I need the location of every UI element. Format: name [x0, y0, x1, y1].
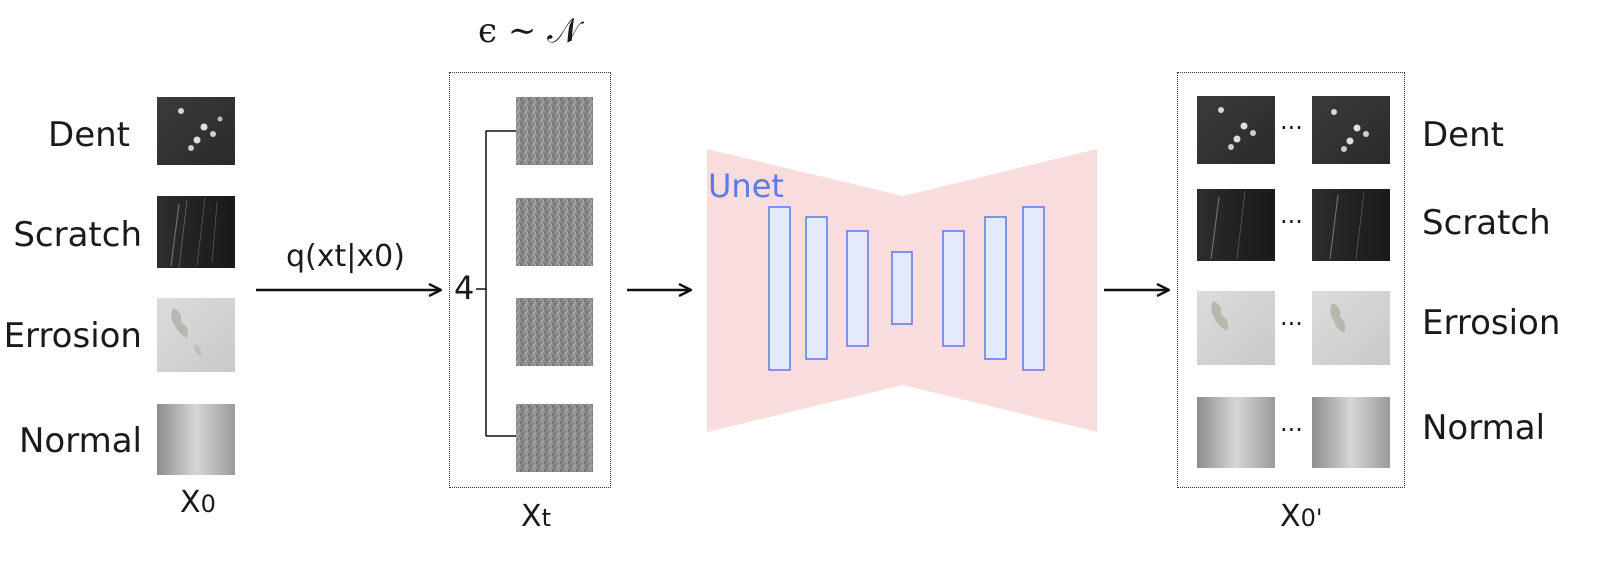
output-ellipsis-dent: ··· — [1280, 114, 1303, 142]
output-image-normal-a — [1197, 397, 1275, 468]
output-class-normal: Normal — [1422, 408, 1546, 448]
output-ellipsis-scratch: ··· — [1280, 208, 1303, 236]
input-caption: X0 — [180, 488, 216, 518]
output-samples-box — [1177, 72, 1405, 488]
output-caption-sub: 0' — [1300, 504, 1323, 532]
input-class-normal: Normal — [18, 421, 142, 461]
output-caption: X0' — [1280, 502, 1322, 532]
noise-image-2 — [516, 198, 593, 266]
output-ellipsis-errosion: ··· — [1280, 310, 1303, 338]
output-image-errosion-a — [1197, 291, 1275, 365]
output-image-dent-b — [1312, 96, 1390, 164]
input-caption-main: X — [180, 485, 201, 520]
output-image-dent-a — [1197, 96, 1275, 164]
noise-image-3 — [516, 298, 593, 366]
unet-label: Unet — [708, 167, 784, 205]
input-class-scratch: Scratch — [13, 215, 142, 255]
output-image-normal-b — [1312, 397, 1390, 468]
noisy-caption-sub: t — [541, 504, 551, 532]
output-class-dent: Dent — [1422, 115, 1504, 155]
noisy-caption-main: X — [521, 499, 542, 534]
input-image-scratch — [157, 196, 235, 268]
input-image-errosion — [157, 298, 235, 372]
input-caption-sub: 0 — [200, 490, 216, 518]
input-class-errosion: Errosion — [3, 316, 142, 356]
output-image-errosion-b — [1312, 291, 1390, 365]
input-class-dent: Dent — [48, 115, 130, 155]
output-class-scratch: Scratch — [1422, 203, 1551, 243]
sample-bracket — [476, 130, 516, 437]
input-image-dent — [157, 97, 235, 165]
output-caption-main: X — [1280, 499, 1301, 534]
output-image-scratch-a — [1197, 189, 1275, 261]
unet-block — [707, 149, 1097, 432]
noisy-samples-box — [449, 72, 611, 488]
output-ellipsis-normal: ··· — [1280, 416, 1303, 444]
forward-process-label: q(xt|x0) — [286, 239, 405, 274]
noise-image-1 — [516, 97, 593, 165]
sample-count: 4 — [454, 269, 475, 307]
output-class-errosion: Errosion — [1422, 303, 1561, 343]
noise-image-4 — [516, 404, 593, 472]
input-image-normal — [157, 404, 235, 475]
noise-label: ϵ ∼ 𝒩 — [478, 11, 580, 51]
output-image-scratch-b — [1312, 189, 1390, 261]
noisy-caption: Xt — [521, 502, 551, 532]
